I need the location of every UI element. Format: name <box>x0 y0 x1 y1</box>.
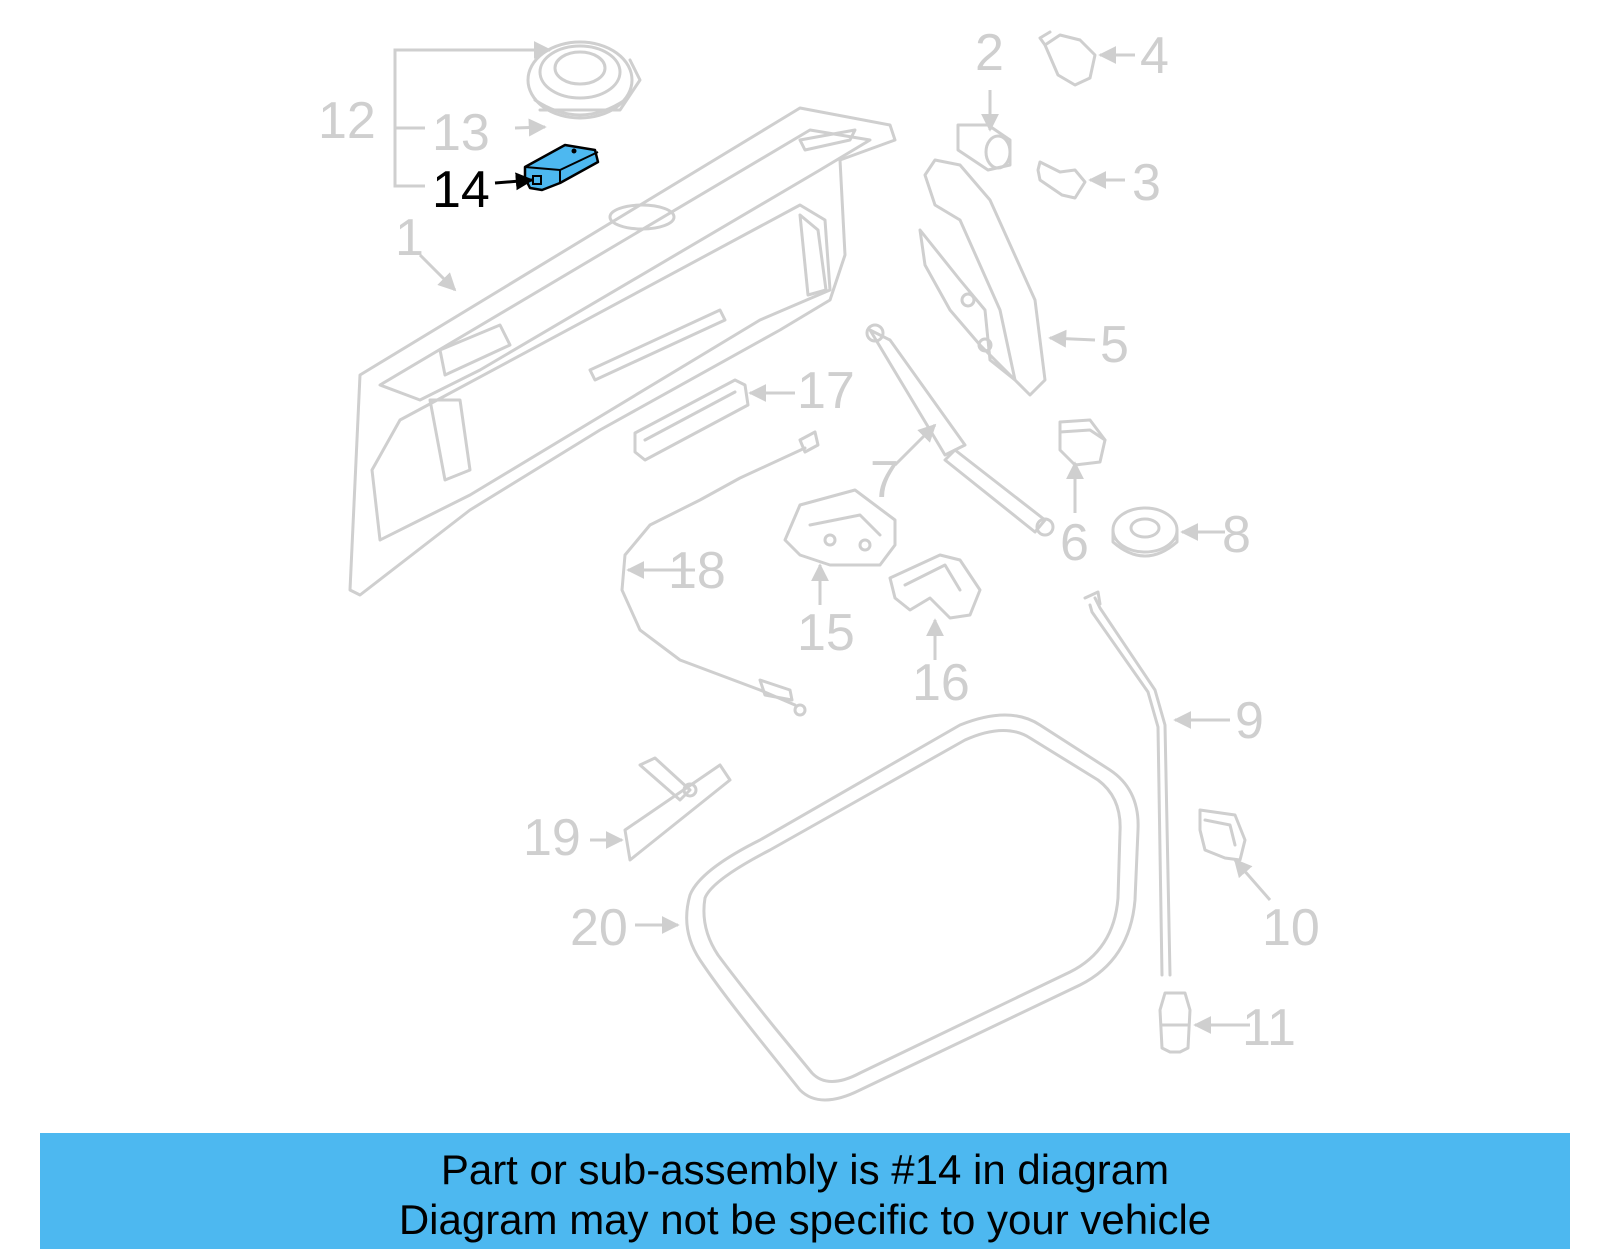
gas-strut-part <box>865 323 1055 537</box>
callout-3: 3 <box>1132 154 1161 212</box>
weatherstrip-seal-part <box>685 713 1140 1102</box>
info-banner: Part or sub-assembly is #14 in diagram D… <box>40 1133 1570 1249</box>
release-cable-part <box>620 430 820 717</box>
leader-lines <box>393 41 1272 1034</box>
hinge-part <box>918 158 1047 397</box>
callout-4: 4 <box>1140 27 1169 85</box>
callout-16: 16 <box>912 654 970 712</box>
bushing-part <box>1158 991 1192 1054</box>
trim-panel-part <box>633 378 750 462</box>
callout-9: 9 <box>1235 692 1264 750</box>
callout-15: 15 <box>797 604 855 662</box>
callout-18: 18 <box>668 542 726 600</box>
callout-1: 1 <box>395 209 424 267</box>
clip-part <box>1038 30 1097 87</box>
support-rod-part <box>1083 590 1172 977</box>
key-part <box>1036 160 1087 200</box>
callout-8: 8 <box>1222 506 1251 564</box>
grommet-part <box>1111 506 1179 558</box>
trunk-switch-part-14 <box>523 143 600 192</box>
callout-19: 19 <box>523 809 581 867</box>
callout-14: 14 <box>432 161 490 219</box>
rod-clip-part <box>1198 808 1247 862</box>
callout-20: 20 <box>570 899 628 957</box>
bumper-part-6 <box>1058 418 1107 467</box>
callout-5: 5 <box>1100 316 1129 374</box>
callout-7: 7 <box>870 451 899 509</box>
callout-6: 6 <box>1060 514 1089 572</box>
latch-part <box>783 488 897 567</box>
striker-part <box>888 553 982 620</box>
banner-line-1: Part or sub-assembly is #14 in diagram <box>440 1146 1170 1193</box>
bracket-12 <box>393 48 445 188</box>
lock-cylinder-part <box>956 123 1012 172</box>
callout-2: 2 <box>975 24 1004 82</box>
callout-10: 10 <box>1262 899 1320 957</box>
banner-line-2: Diagram may not be specific to your vehi… <box>398 1196 1212 1243</box>
callout-labels: 1 2 3 4 5 6 7 8 9 10 11 12 13 14 15 16 1… <box>318 24 1320 1057</box>
emblem-assembly-part <box>526 40 642 120</box>
bracket-part <box>623 756 732 862</box>
callout-13: 13 <box>432 104 490 162</box>
callout-12: 12 <box>318 92 376 150</box>
callout-17: 17 <box>797 362 855 420</box>
callout-11: 11 <box>1242 999 1296 1057</box>
trunk-lid-part <box>348 106 897 597</box>
